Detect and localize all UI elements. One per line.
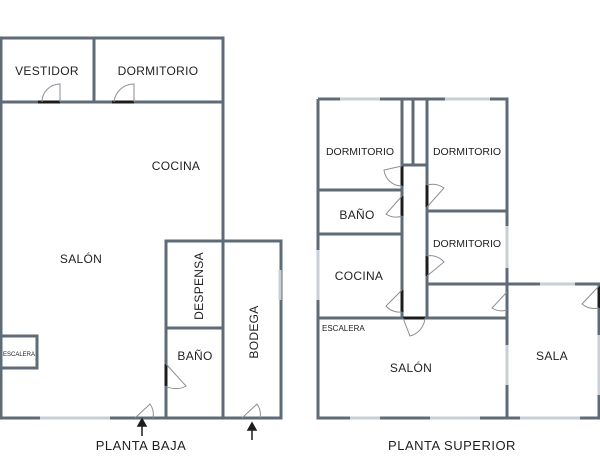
upper-floor-caption: PLANTA SUPERIOR <box>388 438 516 453</box>
door-bano <box>385 195 404 218</box>
room-label-salon: SALÓN <box>60 251 102 266</box>
door-cocina <box>385 289 404 313</box>
door-salon <box>402 316 426 337</box>
door-vestidor <box>38 83 61 104</box>
room-label-bodega: BODEGA <box>247 305 261 358</box>
room-label-salon: SALÓN <box>390 360 432 375</box>
upper-floor-plan: DORMITORIO DORMITORIO DORMITORIO BAÑO CO… <box>316 97 600 453</box>
room-label-cocina: COCINA <box>152 159 200 173</box>
door-dormitorio-3 <box>425 255 445 277</box>
door-dormitorio-1 <box>383 165 404 187</box>
ground-floor-outer-wall <box>0 36 283 420</box>
door-sala <box>581 285 600 309</box>
ground-stair-box <box>0 334 39 370</box>
entry-arrow-icon <box>136 417 148 436</box>
ground-floor-plan: VESTIDOR DORMITORIO COCINA SALÓN DESPENS… <box>0 36 283 453</box>
room-label-vestidor: VESTIDOR <box>15 64 79 78</box>
entry-arrow-icon <box>246 421 258 440</box>
room-label-bano: BAÑO <box>177 349 212 363</box>
room-label-dormitorio: DORMITORIO <box>118 64 199 78</box>
room-label-cocina: COCINA <box>335 269 383 283</box>
room-label-escalera: ESCALERA <box>322 324 365 333</box>
room-label-escalera: ESCALERA <box>3 352 35 358</box>
door-entry-salon <box>134 403 154 419</box>
door-entry-bodega <box>241 403 261 419</box>
room-label-dormitorio-3: DORMITORIO <box>433 238 501 250</box>
door-dormitorio-2 <box>425 183 445 208</box>
room-label-despensa: DESPENSA <box>192 252 206 320</box>
ground-floor-caption: PLANTA BAJA <box>96 438 187 453</box>
door-bano <box>164 363 187 390</box>
upper-floor-outer-wall <box>316 97 600 420</box>
room-label-sala: SALA <box>536 349 568 363</box>
door-corridor-sala <box>491 291 508 312</box>
room-label-bano: BAÑO <box>339 208 374 222</box>
room-label-dormitorio-2: DORMITORIO <box>433 146 501 158</box>
door-dormitorio <box>112 83 135 104</box>
room-label-dormitorio-1: DORMITORIO <box>326 146 394 158</box>
